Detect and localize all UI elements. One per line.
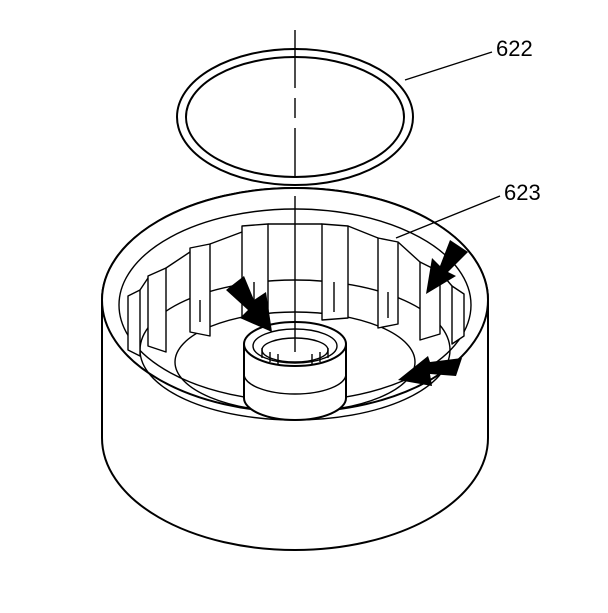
leader-line-623 (395, 195, 501, 239)
callout-label-622: 622 (496, 36, 533, 61)
snap-ring-622 (176, 48, 414, 186)
arrow-hub (226, 276, 272, 332)
leader-lines (395, 51, 501, 239)
arrow-spline (426, 240, 468, 294)
callout-label-623: 623 (504, 180, 541, 205)
leader-line-622 (404, 51, 493, 81)
arrow-floor (398, 356, 462, 386)
